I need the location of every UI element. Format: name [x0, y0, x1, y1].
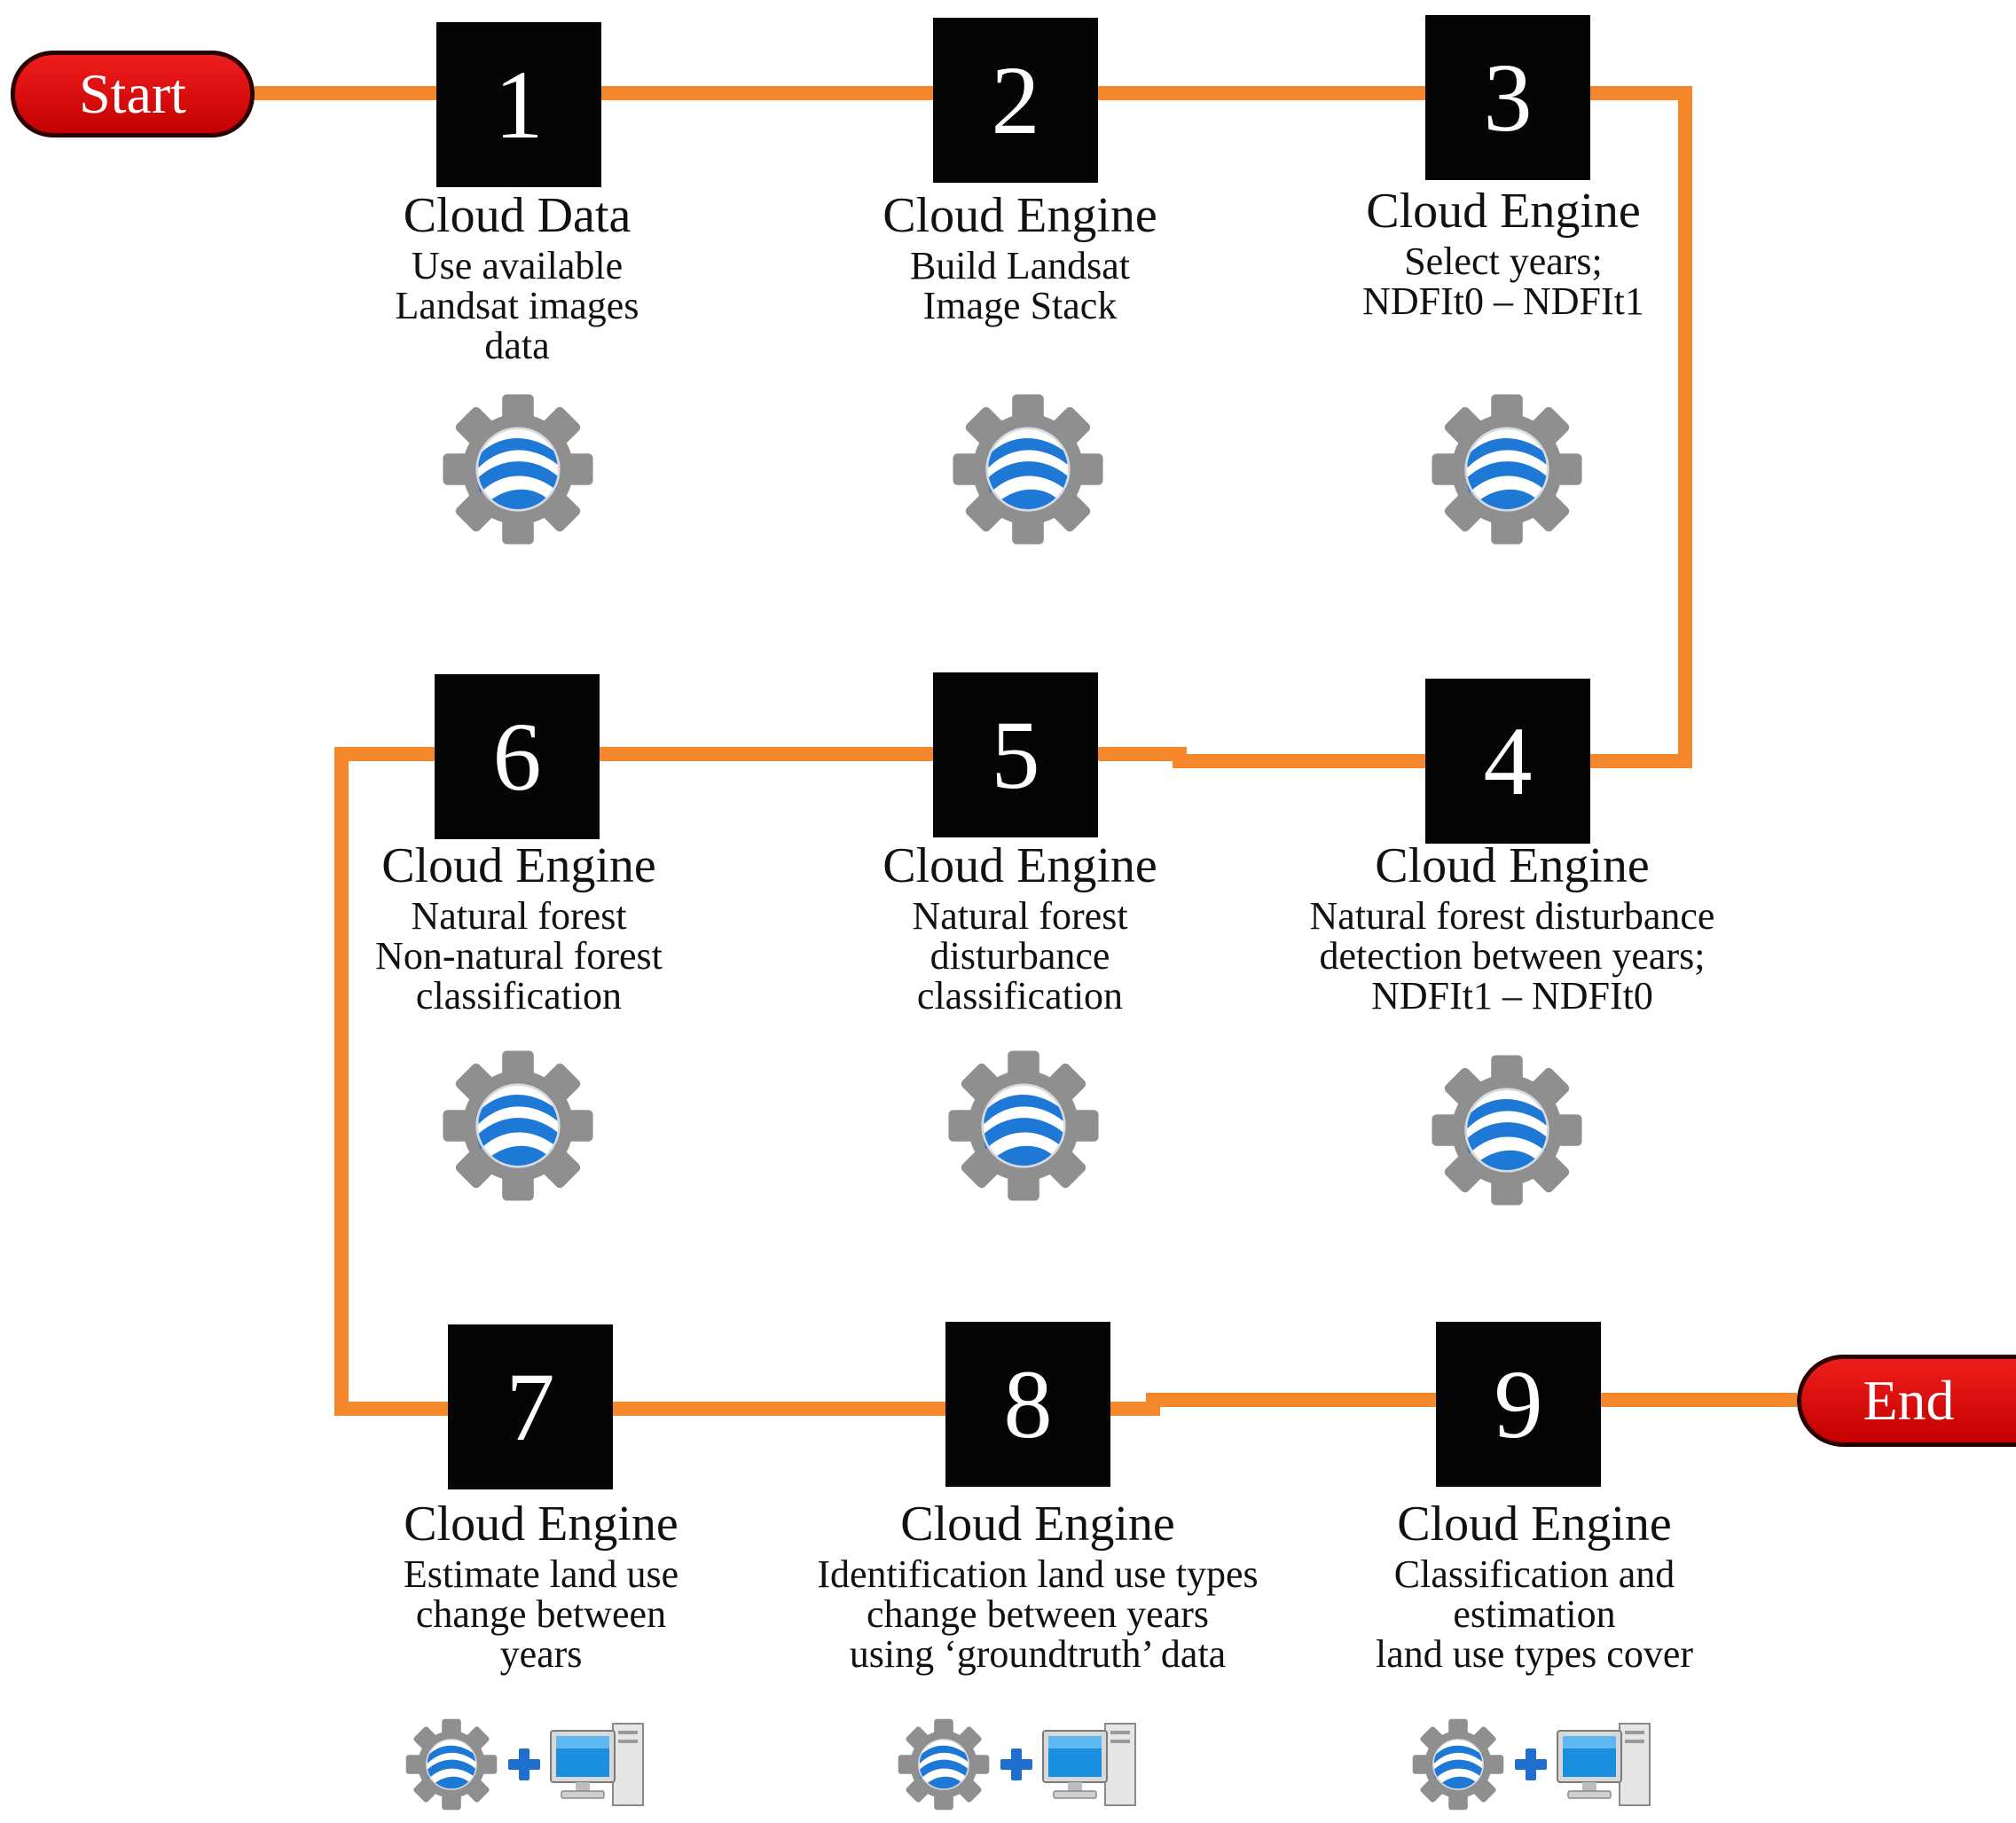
step-number: 1 [494, 51, 544, 159]
step-title: Cloud Engine [882, 188, 1157, 243]
earth-engine-gear-icon [1412, 1718, 1504, 1811]
earth-engine-gear-graphic [443, 394, 593, 545]
earth-engine-gear-icon [439, 1047, 597, 1209]
step-detail-line: Classification and [1393, 1552, 1675, 1596]
step-number: 3 [1483, 43, 1533, 152]
earth-engine-gear-graphic [443, 1050, 593, 1201]
step-number: 5 [991, 701, 1040, 809]
step-number: 8 [1003, 1350, 1053, 1458]
start-terminal: Start [11, 51, 255, 138]
earth-engine-gear-icon [1428, 390, 1586, 553]
step-detail-line: Landsat images [395, 284, 639, 327]
step-detail-line: using ‘groundtruth’ data [849, 1632, 1227, 1676]
start-label: Start [79, 62, 186, 125]
step-6-box: 6 [435, 674, 600, 839]
step-9-box: 9 [1436, 1322, 1601, 1487]
earth-engine-gear-icon [1428, 1051, 1586, 1214]
step-detail-line: estimation [1453, 1592, 1616, 1636]
earth-engine-gear-icon [439, 390, 597, 553]
step-detail-line: Natural forest [411, 894, 627, 938]
computer-icon [550, 1723, 644, 1806]
step-detail-line: Natural forest disturbance [1309, 894, 1715, 938]
step-title: Cloud Engine [900, 1497, 1175, 1552]
step-title: Cloud Engine [882, 838, 1157, 893]
connector-line [255, 86, 1797, 1416]
end-terminal: End [1797, 1355, 2016, 1447]
step-detail-line: data [484, 324, 550, 367]
step-title: Cloud Engine [1366, 184, 1641, 239]
earth-engine-gear-graphic [948, 1050, 1099, 1201]
earth-engine-gear-icon [405, 1718, 498, 1811]
step-8-box: 8 [945, 1322, 1110, 1487]
step-detail-line: Estimate land use [403, 1552, 679, 1596]
step-detail-line: Build Landsat [909, 244, 1131, 287]
step-title: Cloud Engine [381, 838, 656, 893]
step-number: 6 [492, 703, 542, 811]
step-detail-line: detection between years; [1319, 934, 1706, 978]
computer-icon [1042, 1723, 1136, 1806]
plus-icon [508, 1748, 540, 1780]
step-title: Cloud Engine [404, 1497, 679, 1552]
earth-engine-plus-computer-icon [1410, 1717, 1653, 1812]
step-detail-line: Select years; [1404, 240, 1603, 283]
end-label: End [1863, 1369, 1955, 1432]
plus-icon [1000, 1748, 1032, 1780]
earth-engine-gear-icon [945, 1047, 1102, 1209]
earth-engine-gear-icon [898, 1718, 990, 1811]
step-3-box: 3 [1425, 15, 1590, 180]
plus-icon [1515, 1748, 1547, 1780]
step-detail-line: change between [415, 1592, 667, 1636]
earth-engine-gear-graphic [1432, 1055, 1582, 1206]
step-detail-line: NDFIt0 – NDFIt1 [1362, 279, 1644, 323]
earth-engine-plus-computer-icon [404, 1717, 647, 1812]
step-1-box: 1 [436, 22, 601, 187]
earth-engine-gear-graphic [953, 394, 1103, 545]
earth-engine-gear-icon [949, 390, 1107, 553]
step-detail-line: years [499, 1632, 583, 1676]
step-title: Cloud Engine [1375, 838, 1650, 893]
step-detail-line: classification [415, 974, 623, 1018]
step-7-box: 7 [448, 1324, 613, 1489]
step-detail-line: Non-natural forest [375, 934, 663, 978]
step-detail-line: change between years [866, 1592, 1209, 1636]
step-detail-line: disturbance [930, 934, 1110, 978]
step-2-box: 2 [933, 18, 1098, 183]
step-detail-line: classification [916, 974, 1124, 1018]
earth-engine-gear-graphic [1432, 394, 1582, 545]
step-4-box: 4 [1425, 679, 1590, 844]
step-detail-line: Use available [411, 244, 624, 287]
step-detail-line: Natural forest [912, 894, 1128, 938]
step-number: 2 [991, 46, 1040, 154]
step-number: 9 [1494, 1350, 1543, 1458]
step-detail-line: land use types cover [1376, 1632, 1693, 1676]
step-detail-line: NDFIt1 – NDFIt0 [1371, 974, 1653, 1018]
step-detail-line: Identification land use types [817, 1552, 1259, 1596]
computer-icon [1557, 1723, 1651, 1806]
step-title: Cloud Data [403, 188, 631, 243]
step-5-box: 5 [933, 672, 1098, 837]
step-number: 4 [1483, 707, 1533, 815]
step-detail-line: Image Stack [922, 284, 1118, 327]
step-number: 7 [506, 1353, 555, 1461]
step-title: Cloud Engine [1397, 1497, 1672, 1552]
earth-engine-plus-computer-icon [896, 1717, 1139, 1812]
